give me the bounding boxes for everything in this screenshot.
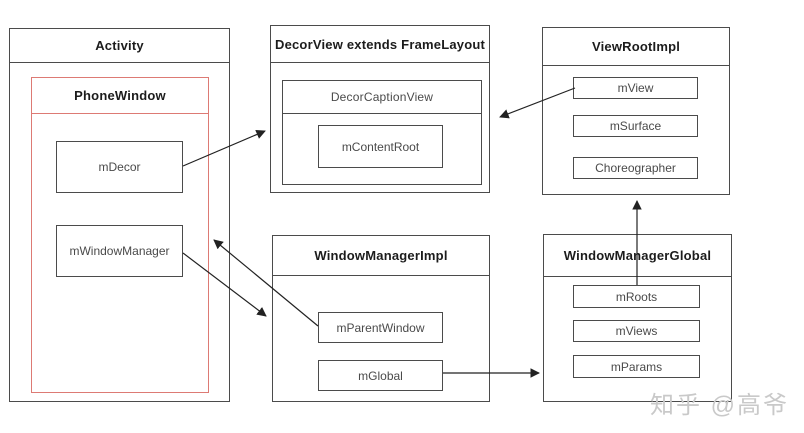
node-mparams: mParams (573, 355, 700, 378)
node-mdecor: mDecor (56, 141, 183, 193)
node-choreographer: Choreographer (573, 157, 698, 179)
node-mcontentroot: mContentRoot (318, 125, 443, 168)
node-mroots: mRoots (573, 285, 700, 308)
node-viewrootimpl-title: ViewRootImpl (543, 28, 729, 66)
node-decorcaptionview-title: DecorCaptionView (283, 81, 481, 114)
node-activity-title: Activity (10, 29, 229, 63)
node-windowmanagerimpl-title: WindowManagerImpl (273, 236, 489, 276)
node-mparentwindow: mParentWindow (318, 312, 443, 343)
watermark: 知乎 @高爷 (650, 392, 790, 419)
node-msurface: mSurface (573, 115, 698, 137)
node-windowmanagerglobal-title: WindowManagerGlobal (544, 235, 731, 277)
node-mwindowmanager: mWindowManager (56, 225, 183, 277)
node-mglobal: mGlobal (318, 360, 443, 391)
node-mviews: mViews (573, 320, 700, 342)
node-decorview-title: DecorView extends FrameLayout (271, 26, 489, 63)
node-phonewindow-title: PhoneWindow (32, 78, 208, 114)
node-mview: mView (573, 77, 698, 99)
